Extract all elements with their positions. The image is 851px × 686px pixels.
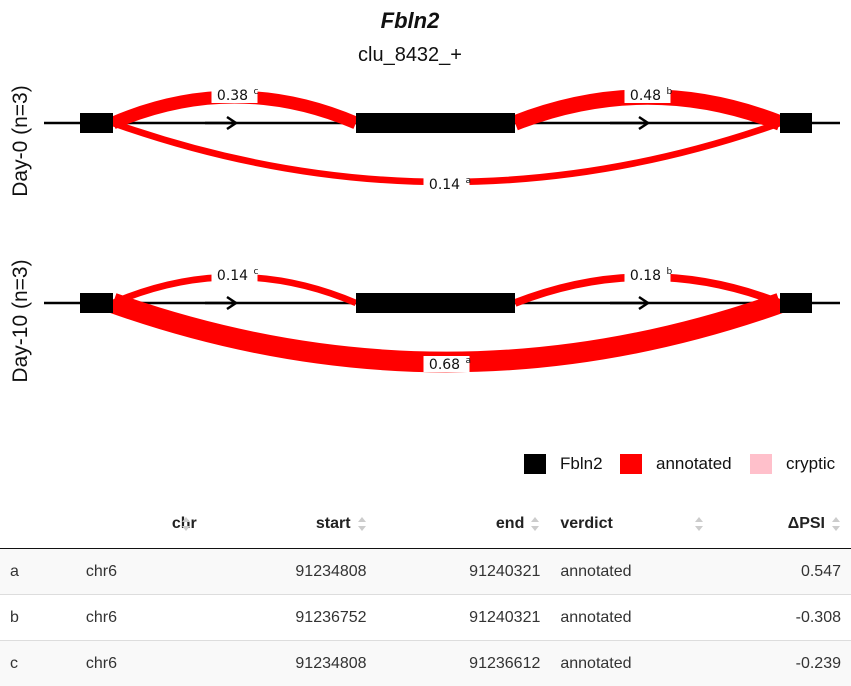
- legend-swatch-gene: [524, 454, 546, 474]
- junction-label-b: 0.18: [630, 268, 661, 284]
- panel-label-day0: Day-0 (n=3): [9, 85, 32, 196]
- exon-exon2: [356, 113, 515, 133]
- legend-label-cryptic: cryptic: [786, 454, 835, 474]
- legend-label-gene: Fbln2: [560, 454, 603, 474]
- exon-exon1: [80, 113, 113, 133]
- cell-start: 91234808: [207, 641, 377, 686]
- table-header-row: chr start end verdict ΔPSI: [0, 500, 851, 549]
- cell-dpsi: 0.547: [716, 549, 851, 595]
- sort-icon[interactable]: [530, 517, 540, 531]
- table-row: b chr6 91236752 91240321 annotated -0.30…: [0, 595, 851, 641]
- cell-dpsi: -0.308: [716, 595, 851, 641]
- junction-table: chr start end verdict ΔPSI a chr6 912348…: [0, 500, 851, 686]
- cell-id: c: [0, 641, 76, 686]
- sort-icon[interactable]: [831, 517, 841, 531]
- junction-id-b: b: [667, 87, 673, 97]
- col-header-dpsi[interactable]: ΔPSI: [716, 500, 851, 549]
- table-row: a chr6 91234808 91240321 annotated 0.547: [0, 549, 851, 595]
- cell-id: a: [0, 549, 76, 595]
- legend-swatch-annotated: [620, 454, 642, 474]
- junction-id-c: c: [254, 87, 259, 97]
- col-header-id: [0, 500, 76, 549]
- legend-item-annotated: annotated: [620, 452, 732, 476]
- sort-icon[interactable]: [181, 517, 191, 531]
- cell-end: 91240321: [377, 549, 551, 595]
- exon-exon1: [80, 293, 113, 313]
- cluster-title: clu_8432_+: [358, 44, 462, 66]
- legend-label-annotated: annotated: [656, 454, 732, 474]
- cell-end: 91236612: [377, 641, 551, 686]
- legend-swatch-cryptic: [750, 454, 772, 474]
- table-row: c chr6 91234808 91236612 annotated -0.23…: [0, 641, 851, 686]
- cell-end: 91240321: [377, 595, 551, 641]
- panel-day10: 0.14 c 0.18 b 0.68 a: [44, 267, 840, 373]
- panel-day0: 0.38 c 0.48 b 0.14 a: [44, 87, 840, 193]
- splicing-plot: Fbln2 clu_8432_+ Day-0 (n=3) Day-10 (n=3…: [0, 0, 851, 440]
- col-header-chr[interactable]: chr: [76, 500, 207, 549]
- cell-chr: chr6: [76, 549, 207, 595]
- junction-label-c: 0.14: [217, 268, 248, 284]
- col-header-verdict[interactable]: verdict: [550, 500, 716, 549]
- junction-label-b: 0.48: [630, 88, 661, 104]
- cell-start: 91234808: [207, 549, 377, 595]
- gene-title: Fbln2: [381, 8, 440, 33]
- cell-verdict: annotated: [550, 641, 716, 686]
- exon-exon3: [780, 113, 812, 133]
- col-header-end[interactable]: end: [377, 500, 551, 549]
- junction-label-c: 0.38: [217, 88, 248, 104]
- col-header-start[interactable]: start: [207, 500, 377, 549]
- panel-label-day10: Day-10 (n=3): [9, 259, 32, 382]
- cell-verdict: annotated: [550, 549, 716, 595]
- legend: Fbln2 annotated cryptic: [520, 452, 851, 476]
- cell-chr: chr6: [76, 641, 207, 686]
- legend-item-cryptic: cryptic: [750, 452, 835, 476]
- junction-id-b: b: [667, 267, 673, 277]
- cell-start: 91236752: [207, 595, 377, 641]
- cell-verdict: annotated: [550, 595, 716, 641]
- junction-id-c: c: [254, 267, 259, 277]
- sort-icon[interactable]: [357, 517, 367, 531]
- legend-item-gene: Fbln2: [524, 452, 603, 476]
- junction-id-a: a: [466, 356, 472, 366]
- sort-icon[interactable]: [694, 517, 704, 531]
- cell-chr: chr6: [76, 595, 207, 641]
- exon-exon3: [780, 293, 812, 313]
- junction-label-a: 0.68: [429, 357, 460, 373]
- junction-label-a: 0.14: [429, 177, 460, 193]
- exon-exon2: [356, 293, 515, 313]
- junction-id-a: a: [466, 176, 472, 186]
- cell-dpsi: -0.239: [716, 641, 851, 686]
- cell-id: b: [0, 595, 76, 641]
